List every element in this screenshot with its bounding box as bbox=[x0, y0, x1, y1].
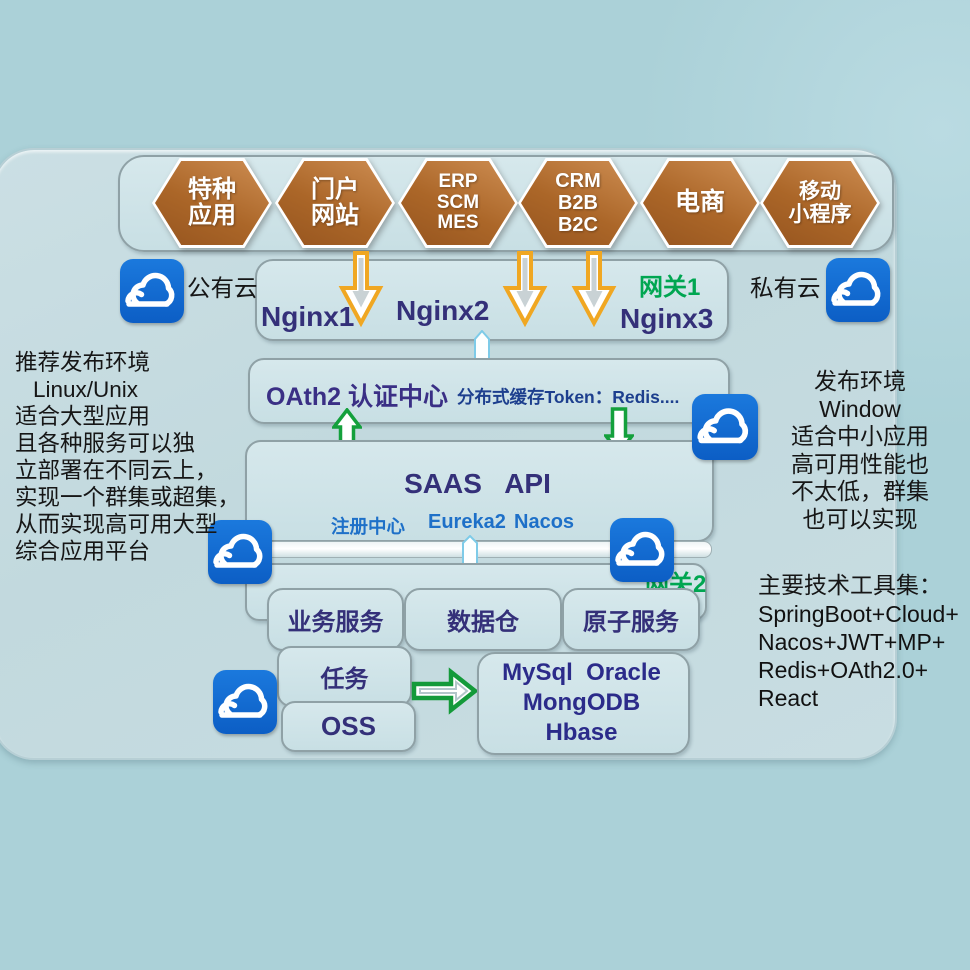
service-box-business: 业务服务 bbox=[267, 588, 404, 651]
saas-title: SAAS API bbox=[404, 468, 551, 499]
service-label: 数据仓 bbox=[447, 609, 519, 636]
note-line: 推荐发布环境 bbox=[15, 350, 151, 375]
tech-note: 主要技术工具集： SpringBoot+Cloud+ Nacos+JWT+MP+… bbox=[758, 572, 959, 712]
db-line: MongODB bbox=[522, 689, 641, 716]
cloud-icon bbox=[692, 394, 758, 460]
service-box-warehouse: 数据仓 bbox=[404, 588, 562, 651]
hexagon-label: 移动 bbox=[799, 179, 841, 203]
nginx3-label: Nginx3 bbox=[620, 303, 714, 334]
note-line: Linux/Unix bbox=[33, 377, 139, 402]
cloud-icon bbox=[610, 518, 674, 582]
note-line: Window bbox=[819, 395, 901, 422]
auth-box bbox=[248, 358, 730, 424]
note-line: 立部署在不同云上， bbox=[15, 458, 218, 483]
note-line: 从而实现高可用大型 bbox=[15, 512, 218, 537]
cloud-icon bbox=[213, 670, 277, 734]
tech-note-title: 主要技术工具集： bbox=[758, 573, 942, 598]
db-line: MySql Oracle bbox=[502, 659, 661, 686]
service-label: 原子服务 bbox=[583, 609, 679, 636]
tech-line: React bbox=[758, 685, 819, 711]
note-line: 综合应用平台 bbox=[15, 539, 151, 564]
tech-line: Redis+OAth2.0+ bbox=[758, 657, 929, 683]
cloud-icon bbox=[208, 520, 272, 584]
hexagon-special-apps: 特种 应用 bbox=[152, 158, 272, 248]
hexagon-label: 门户 bbox=[311, 175, 359, 203]
hexagon-label: MES bbox=[437, 212, 479, 234]
database-labels: MySql Oracle MongODB Hbase bbox=[477, 658, 686, 748]
hexagon-portal: 门户 网站 bbox=[275, 158, 395, 248]
note-line: 高可用性能也 bbox=[791, 451, 929, 477]
eureka-label: Eureka2 bbox=[428, 511, 506, 533]
service-label: 业务服务 bbox=[287, 609, 384, 636]
hexagon-label: 特种 bbox=[188, 175, 236, 203]
private-cloud-label: 私有云 bbox=[750, 276, 821, 302]
note-line: 适合中小应用 bbox=[791, 424, 929, 449]
down-arrow-icon bbox=[338, 251, 384, 328]
hexagon-crm: CRM B2B B2C bbox=[518, 158, 638, 248]
nacos-label: Nacos bbox=[514, 511, 575, 533]
gateway1-label: 网关1 bbox=[639, 274, 701, 301]
gateway1-box bbox=[255, 259, 729, 341]
hexagon-label: 网站 bbox=[311, 202, 359, 229]
note-line: 适合大型应用 bbox=[15, 404, 151, 429]
registry-label: 注册中心 bbox=[331, 516, 406, 537]
database-box bbox=[477, 652, 690, 755]
hexagon-label: 应用 bbox=[188, 202, 236, 229]
oss-label: OSS bbox=[321, 711, 376, 741]
down-arrow-icon bbox=[571, 251, 617, 328]
right-arrow-icon bbox=[411, 667, 479, 715]
hexagon-ecommerce: 电商 bbox=[640, 158, 760, 248]
hexagon-mobile: 移动 小程序 bbox=[760, 158, 880, 248]
note-line: 发布环境 bbox=[814, 369, 906, 394]
nginx1-label: Nginx1 bbox=[261, 301, 355, 332]
public-cloud-label: 公有云 bbox=[187, 276, 258, 302]
note-line: 也可以实现 bbox=[802, 506, 918, 532]
service-box-atomic: 原子服务 bbox=[562, 588, 700, 651]
hexagon-label: B2C bbox=[557, 214, 598, 236]
hexagon-label: SCM bbox=[436, 191, 480, 213]
auth-title: OAth2 认证中心 bbox=[266, 383, 448, 411]
private-cloud-icon bbox=[826, 258, 890, 322]
task-box: 任务 bbox=[277, 646, 412, 707]
right-note: 发布环境 Window 适合中小应用 高可用性能也 不太低，群集 也可以实现 bbox=[762, 368, 958, 533]
left-note: 推荐发布环境 Linux/Unix 适合大型应用 且各种服务可以独 立部署在不同… bbox=[15, 349, 240, 565]
tech-line: SpringBoot+Cloud+ bbox=[758, 601, 959, 627]
hexagon-label: ERP bbox=[438, 170, 478, 192]
task-label: 任务 bbox=[320, 666, 369, 693]
hexagon-label: B2B bbox=[557, 192, 598, 214]
tech-line: Nacos+JWT+MP+ bbox=[758, 629, 946, 655]
hexagon-label: CRM bbox=[555, 170, 601, 192]
hexagon-label: 电商 bbox=[674, 188, 725, 217]
note-line: 实现一个群集或超集， bbox=[15, 485, 241, 510]
auth-cache-label: 分布式缓存Token：Redis.... bbox=[457, 387, 680, 407]
public-cloud-icon bbox=[120, 259, 184, 323]
note-line: 不太低，群集 bbox=[791, 479, 929, 504]
down-arrow-icon bbox=[502, 251, 548, 328]
hexagon-label: 小程序 bbox=[788, 203, 852, 226]
db-line: Hbase bbox=[545, 719, 618, 746]
note-line: 且各种服务可以独 bbox=[15, 431, 196, 456]
nginx2-label: Nginx2 bbox=[396, 295, 490, 326]
hexagon-erp: ERP SCM MES bbox=[398, 158, 518, 248]
oss-box: OSS bbox=[281, 701, 416, 752]
